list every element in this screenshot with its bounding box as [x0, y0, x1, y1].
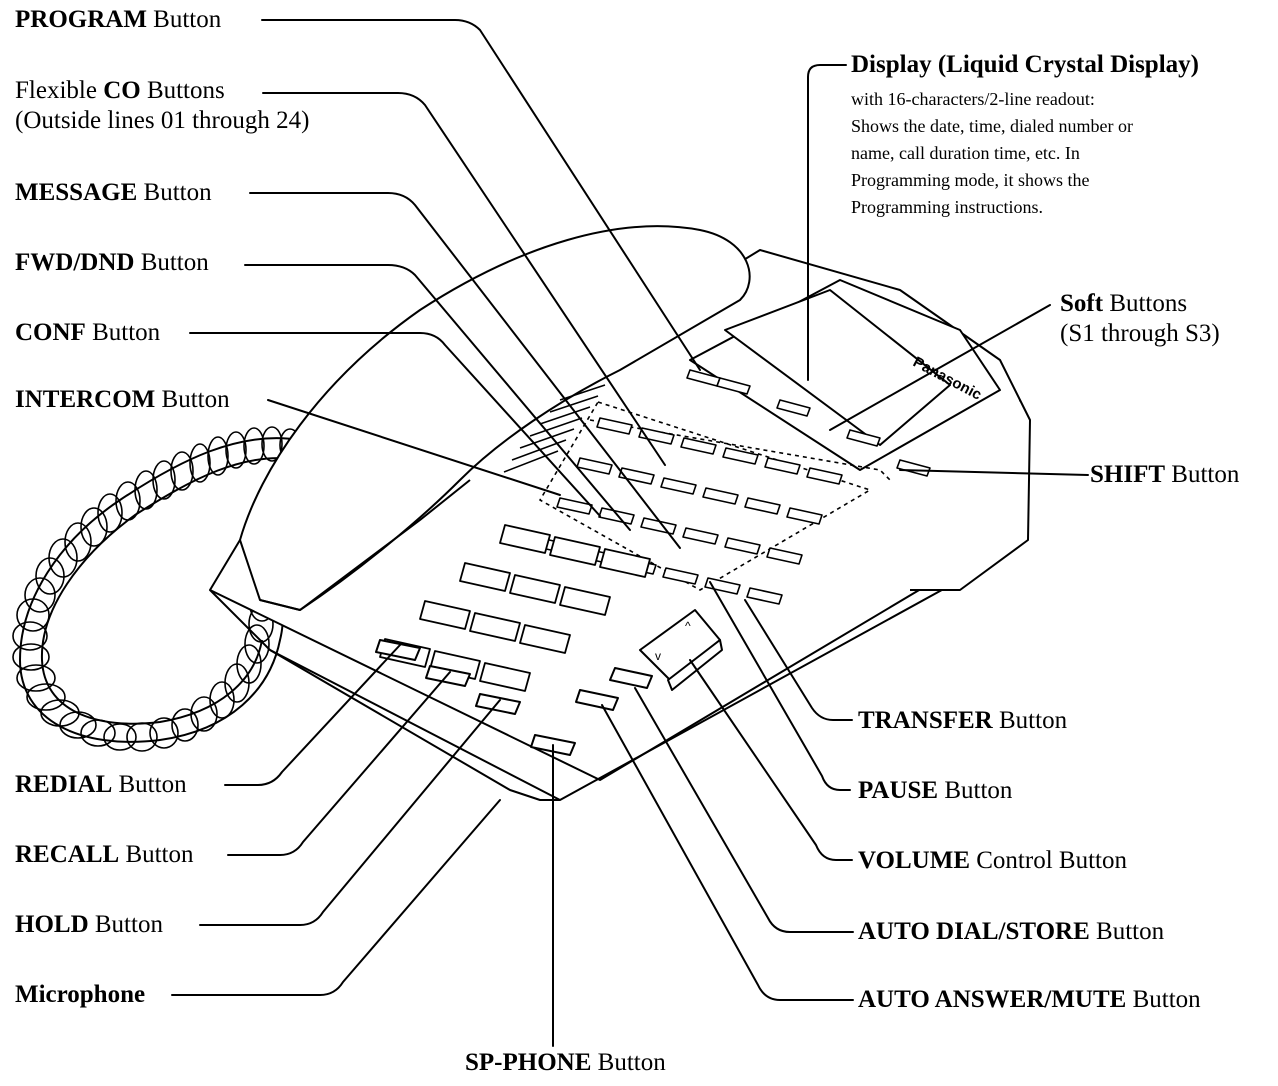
soft-button — [776, 399, 811, 417]
co-buttons — [536, 369, 931, 605]
dial-key — [459, 562, 511, 592]
label-sp-phone-button: SP-PHONE Button — [465, 1049, 666, 1076]
co-button — [598, 507, 635, 525]
dial-key — [469, 612, 521, 642]
co-button-grid — [539, 401, 891, 591]
display-description: with 16-characters/2-line readout: Shows… — [851, 89, 1133, 217]
co-button — [786, 507, 823, 525]
co-button — [556, 497, 593, 515]
label-auto-answer-mute-button: AUTO ANSWER/MUTE Button — [858, 986, 1201, 1013]
co-button — [618, 467, 655, 485]
co-button — [746, 587, 783, 605]
label-fwd-dnd-button: FWD/DND Button — [15, 249, 209, 276]
lcd-screen — [724, 289, 951, 446]
dial-key — [479, 662, 531, 692]
label-conf-button: CONF Button — [15, 319, 161, 346]
handset-shadow — [259, 479, 471, 611]
co-button — [766, 547, 803, 565]
base-skirt — [209, 589, 560, 801]
handset — [239, 225, 751, 611]
dial-key — [549, 536, 601, 566]
co-button — [682, 527, 719, 545]
label-shift-button: SHIFT Button — [1090, 461, 1240, 488]
base-right-side — [910, 399, 1031, 591]
dial-key — [499, 524, 551, 554]
co-button — [744, 497, 781, 515]
dial-key — [419, 600, 471, 630]
dial-key — [519, 624, 571, 654]
label-soft-buttons: Soft Buttons (S1 through S3) — [1060, 290, 1220, 347]
label-redial-button: REDIAL Button — [15, 771, 187, 798]
co-button — [722, 447, 759, 465]
label-hold-button: HOLD Button — [15, 911, 163, 938]
label-microphone: Microphone — [15, 981, 146, 1008]
soft-button — [846, 429, 881, 447]
dial-key — [559, 586, 611, 616]
dial-key — [599, 548, 651, 578]
dial-key — [429, 650, 481, 680]
label-message-button: MESSAGE Button — [15, 179, 212, 206]
soft-button — [896, 459, 931, 477]
leader-lines — [171, 19, 1089, 1047]
co-button — [638, 427, 675, 445]
svg-text:^: ^ — [685, 619, 691, 633]
label-auto-dial-store-button: AUTO DIAL/STORE Button — [858, 918, 1165, 945]
label-program-button: PROGRAM Button — [15, 6, 222, 33]
label-recall-button: RECALL Button — [15, 841, 194, 868]
co-button — [662, 567, 699, 585]
svg-text:v: v — [655, 649, 661, 663]
co-button — [680, 437, 717, 455]
co-button — [576, 457, 613, 475]
co-button — [724, 537, 761, 555]
co-button — [660, 477, 697, 495]
co-button — [764, 457, 801, 475]
label-intercom-button: INTERCOM Button — [15, 386, 230, 413]
function-buttons — [375, 639, 653, 756]
dial-key — [509, 574, 561, 604]
label-volume-control-button: VOLUME Control Button — [858, 847, 1127, 874]
label-transfer-button: TRANSFER Button — [858, 707, 1068, 734]
label-pause-button: PAUSE Button — [858, 777, 1013, 804]
soft-button — [716, 377, 751, 395]
label-co-buttons: Flexible CO Buttons (Outside lines 01 th… — [15, 77, 310, 134]
co-button — [702, 487, 739, 505]
label-display: Display (Liquid Crystal Display) — [851, 51, 1199, 78]
co-button — [806, 467, 843, 485]
co-button — [704, 577, 741, 595]
co-button — [596, 417, 633, 435]
dial-pad — [379, 524, 651, 692]
